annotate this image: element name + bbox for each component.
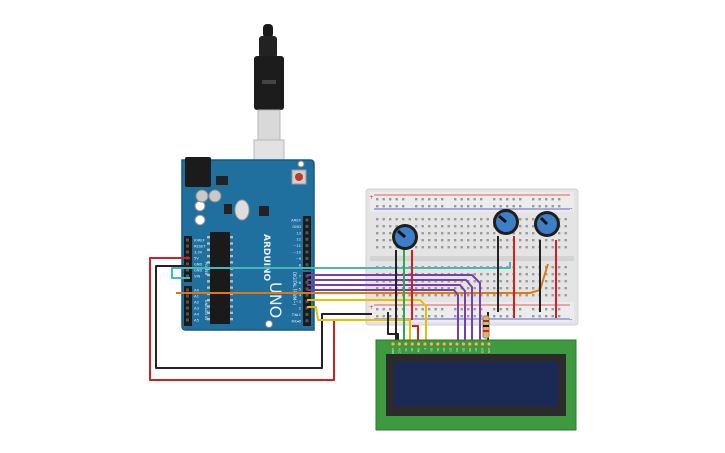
wire-d5-purple xyxy=(307,284,466,342)
digital-pin-label: GND xyxy=(292,224,301,229)
atmega-chip-icon xyxy=(210,232,230,324)
rail-minus-label-top: - xyxy=(570,205,573,213)
potentiometer-icon[interactable] xyxy=(392,224,418,250)
lcd-pin-label: D6 xyxy=(468,348,472,352)
power-pin-label: 3.3V xyxy=(194,251,203,255)
lcd-screen xyxy=(394,362,558,406)
resistor-icon xyxy=(482,315,490,339)
digital-pin-label: ~10 xyxy=(293,250,302,255)
digital-pin-label: AREF xyxy=(291,218,301,223)
digital-pin-label: TX▸1 xyxy=(291,312,302,317)
power-pin-label: VIN xyxy=(194,275,201,279)
wire-teal xyxy=(171,262,511,279)
digital-pin-label: 4 xyxy=(299,293,302,298)
digital-header-label: DIGITAL (PWM~) xyxy=(292,272,297,306)
wire-d7-purple xyxy=(307,274,481,342)
digital-pin-label: 8 xyxy=(299,262,302,267)
rail-plus-label-bottom: + xyxy=(369,304,374,311)
digital-pin-label: ~6 xyxy=(295,280,301,285)
analog-pin-label: A5 xyxy=(194,318,200,323)
lcd-pin-label: LED xyxy=(481,348,485,353)
analog-pin-label: A1 xyxy=(194,294,200,299)
analog-pin-label: A0 xyxy=(194,288,200,293)
rail-minus-label-bottom: - xyxy=(570,316,573,324)
lcd-pin-label: GND xyxy=(391,348,395,354)
analog-pin-label: A2 xyxy=(194,300,200,305)
potentiometer-icon[interactable] xyxy=(534,211,560,237)
wire-d6-purple xyxy=(307,279,473,342)
digital-pin-label: 13 xyxy=(296,230,301,235)
lcd-pin-label: V0 xyxy=(404,348,408,352)
digital-pin-label: ~9 xyxy=(295,256,301,261)
digital-header-top xyxy=(303,216,311,270)
lcd-pin-label: D5 xyxy=(461,348,465,352)
lcd-pin-label: VCC xyxy=(397,348,401,354)
lcd-pin-label: D1 xyxy=(436,348,440,352)
lcd-pin-label: D0 xyxy=(429,348,433,352)
rail-plus-label-top: + xyxy=(369,194,374,201)
lcd-pin-label: RW xyxy=(417,348,421,353)
power-pin-label: RESET xyxy=(194,245,206,249)
analog-pin-label: A3 xyxy=(194,306,200,311)
wires xyxy=(149,236,557,381)
lcd-pin-label: D2 xyxy=(442,348,446,352)
digital-pin-label: ~5 xyxy=(295,286,301,291)
analog-header xyxy=(184,286,192,326)
wire-d4-purple xyxy=(307,289,459,342)
wire-gnd-black xyxy=(155,265,372,369)
wire-lcd-vcc xyxy=(412,325,419,342)
digital-pin-label: 7 xyxy=(299,274,302,279)
lcd-pin-label: LED xyxy=(487,348,491,353)
wire-rs-yellow xyxy=(307,306,411,342)
wire-orange xyxy=(176,263,549,294)
wire-e-yellow xyxy=(307,299,427,342)
analog-pin-label: A4 xyxy=(194,312,200,317)
wire-lcd-gnd xyxy=(387,312,399,342)
lcd-pin-label: RS xyxy=(410,348,414,352)
arduino-brand-text: ARDUINO xyxy=(261,234,271,282)
lcd-pin-label: D3 xyxy=(449,348,453,352)
power-jack xyxy=(185,157,211,187)
lcd-pin-label: E xyxy=(423,348,427,350)
analog-header-label: ANALOG IN xyxy=(204,300,208,320)
reset-button[interactable] xyxy=(295,173,303,181)
power-pin-label: 5V xyxy=(194,257,199,261)
lcd-pin-label: D7 xyxy=(474,348,478,352)
arduino-model-text: UNO xyxy=(266,282,285,318)
power-pin-label: GND xyxy=(194,263,202,267)
power-pin-label: IOREF xyxy=(194,239,205,243)
digital-pin-label: RX◂0 xyxy=(291,318,301,323)
lcd-pin-label: D4 xyxy=(455,348,459,352)
potentiometer-icon[interactable] xyxy=(493,209,519,235)
digital-pin-label: ~3 xyxy=(295,299,301,304)
digital-pin-label: ~11 xyxy=(293,243,302,248)
digital-pin-label: 12 xyxy=(296,237,301,242)
digital-pin-label: 2 xyxy=(299,306,302,311)
power-pin-label: GND xyxy=(194,269,202,273)
